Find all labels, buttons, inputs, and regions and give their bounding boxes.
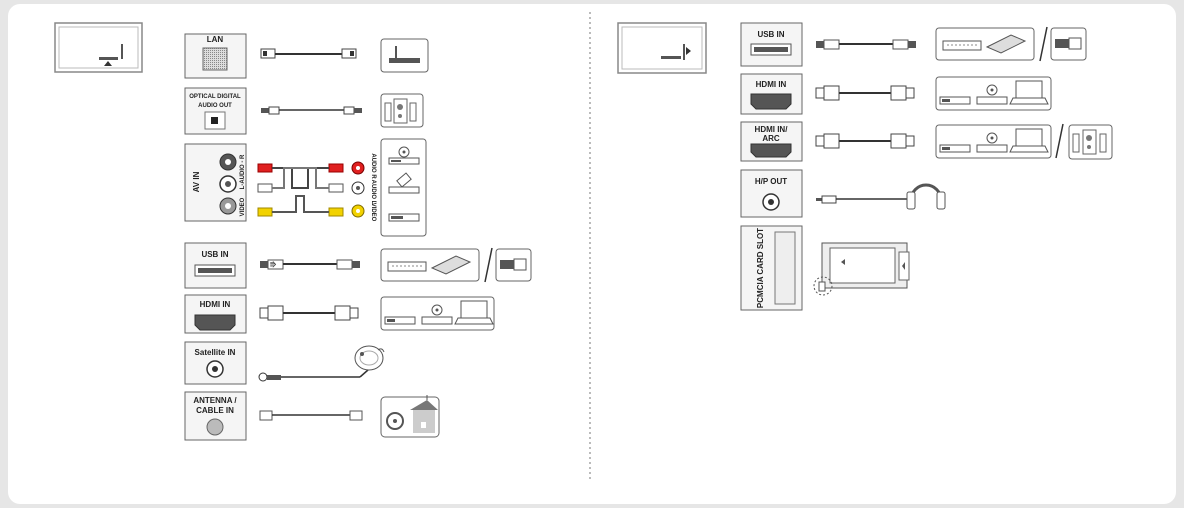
headphones-icon: [906, 183, 946, 210]
lan-port-row: LAN: [184, 33, 429, 79]
av-cables: [257, 163, 344, 217]
av-in-port[interactable]: AV IN L-AUDIO - R VIDEO: [184, 143, 247, 222]
hdmi-port-row-left: HDMI IN: [184, 294, 495, 334]
hdmi-in-port-left[interactable]: HDMI IN: [184, 294, 247, 334]
usb-cable-right: [816, 39, 916, 50]
usb-in-label-right: USB IN: [757, 30, 784, 39]
headphone-cable: [816, 195, 907, 204]
av-audio-label: L-AUDIO - R: [240, 154, 246, 189]
usb-in-port-left[interactable]: USB IN: [184, 242, 247, 289]
hdmi-cable-right: [815, 85, 915, 101]
av-video-label: VIDEO: [240, 197, 246, 216]
usb-symbol-icon: ⭆: [270, 260, 277, 269]
optical-audio-out-port[interactable]: OPTICAL DIGITAL AUDIO OUT: [184, 87, 247, 135]
hdmi-in-label-right: HDMI IN: [756, 80, 787, 89]
hdmi-arc-devices: [935, 123, 1113, 160]
hdmi-in-label-left: HDMI IN: [200, 300, 231, 309]
antenna-house-icon: [380, 395, 440, 438]
satellite-in-label: Satellite IN: [195, 348, 236, 357]
antenna-label-line1: ANTENNA /: [193, 396, 237, 405]
hdmi-arc-label-line2: ARC: [762, 134, 780, 143]
lan-cable: [260, 48, 357, 59]
antenna-port-row: ANTENNA / CABLE IN: [184, 391, 440, 441]
pcmcia-slot-row: PCMCIA CARD SLOT: [740, 225, 910, 311]
headphone-out-port[interactable]: H/P OUT: [740, 169, 803, 218]
usb-storage-devices-left: [380, 247, 532, 283]
satellite-cable: [258, 369, 369, 382]
antenna-label-line2: CABLE IN: [196, 406, 234, 415]
optical-cable: [261, 106, 362, 115]
device-av-jacks: AUDIO R AUDIO L VIDEO: [351, 153, 376, 222]
page-card: [8, 4, 1176, 504]
av-in-port-row: AV IN L-AUDIO - R VIDEO: [184, 138, 427, 237]
hdmi-arc-cable: [815, 133, 915, 149]
antenna-cable: [259, 410, 363, 421]
device-audio-r-label: AUDIO R: [370, 153, 376, 179]
ci-card-module-icon: [813, 242, 910, 296]
hdmi-in-port-right[interactable]: HDMI IN: [740, 73, 803, 115]
hp-out-label: H/P OUT: [755, 177, 787, 186]
speaker-system-icon: [380, 93, 424, 128]
left-tv-back-icon: [54, 22, 143, 73]
pcmcia-label: PCMCIA CARD SLOT: [756, 228, 765, 308]
router-icon: [380, 38, 429, 73]
usb-storage-devices-right: [935, 26, 1087, 62]
antenna-cable-in-port[interactable]: ANTENNA / CABLE IN: [184, 391, 247, 441]
usb-port-row-left: USB IN ⭆: [184, 242, 532, 289]
optical-port-row: OPTICAL DIGITAL AUDIO OUT: [184, 87, 424, 135]
satellite-in-port[interactable]: Satellite IN: [184, 341, 247, 385]
hdmi-cable-left: [259, 305, 359, 321]
hdmi-devices-right: [935, 76, 1052, 111]
usb-cable-left: ⭆: [260, 259, 360, 270]
lan-port-label: LAN: [207, 35, 224, 44]
hdmi-port-row-right: HDMI IN: [740, 73, 1052, 115]
hdmi-arc-port[interactable]: HDMI IN/ ARC: [740, 121, 803, 162]
right-tv-back-icon: [617, 22, 707, 74]
lan-port[interactable]: LAN: [184, 33, 247, 79]
usb-in-label-left: USB IN: [201, 250, 228, 259]
hdmi-arc-label-line1: HDMI IN/: [755, 125, 789, 134]
headphone-port-row: H/P OUT: [740, 169, 946, 218]
usb-in-port-right[interactable]: USB IN: [740, 22, 803, 67]
device-audio-l-label: AUDIO L: [370, 180, 376, 205]
optical-label-line1: OPTICAL DIGITAL: [189, 94, 241, 100]
usb-port-row-right: USB IN: [740, 22, 1087, 67]
hdmi-devices-left: [380, 296, 495, 331]
av-devices-icon: [380, 138, 427, 237]
hdmi-arc-port-row: HDMI IN/ ARC: [740, 121, 1113, 162]
pcmcia-card-slot[interactable]: PCMCIA CARD SLOT: [740, 225, 803, 311]
optical-label-line2: AUDIO OUT: [198, 103, 232, 109]
satellite-dish-icon: [354, 345, 385, 371]
satellite-port-row: Satellite IN: [184, 341, 385, 385]
device-video-label: VIDEO: [370, 203, 376, 222]
av-in-label: AV IN: [192, 171, 201, 192]
